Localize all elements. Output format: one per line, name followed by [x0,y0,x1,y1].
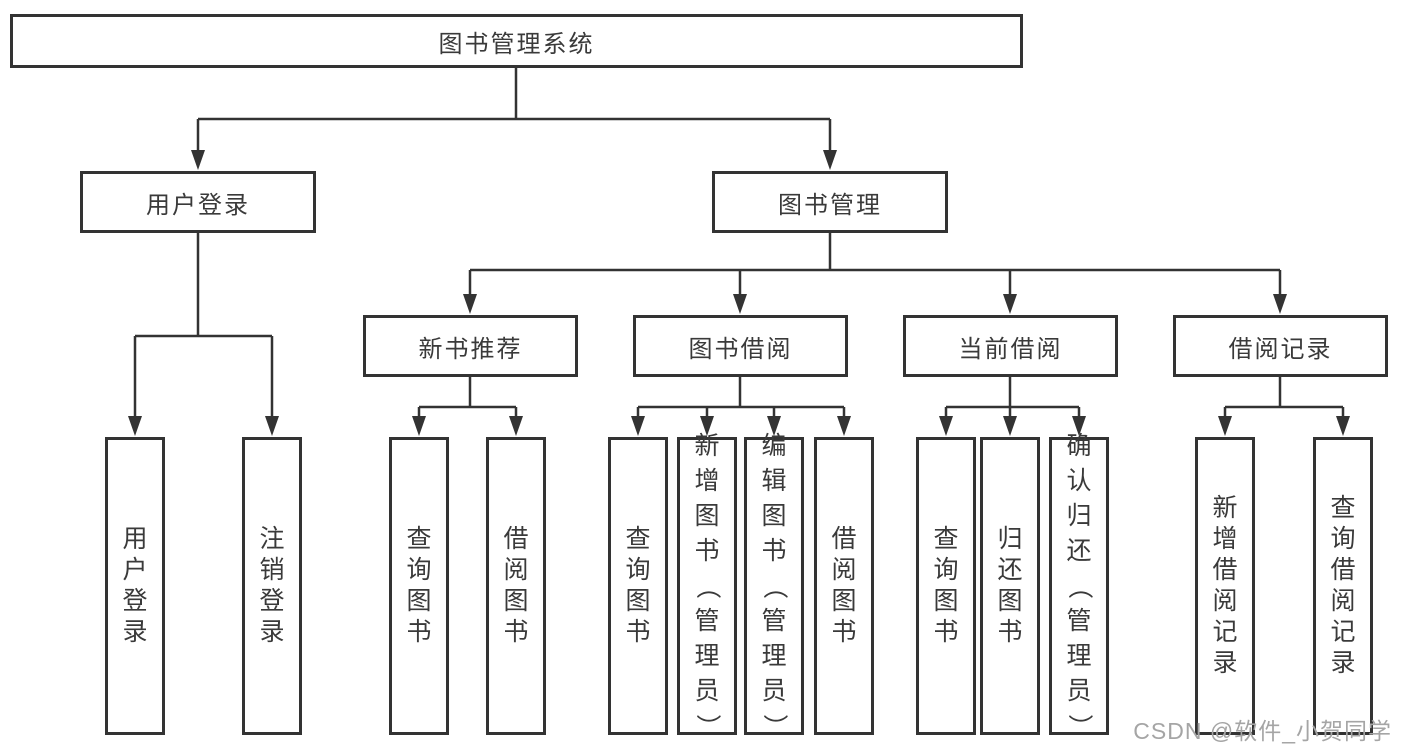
node-borrow-records-label: 借阅记录 [1228,335,1333,363]
node-user-login: 用户登录 [80,171,316,233]
leaf-records-add-record: 新增借阅记录 [1195,437,1255,735]
leaf-logout: 注销登录 [242,437,302,735]
leaf-current-confirm-return-admin: 确认归还（管理员） [1049,432,1109,739]
node-user-login-label: 用户登录 [146,191,250,219]
leaf-records-query-record: 查询借阅记录 [1313,437,1373,735]
leaf-current-query-books: 查询图书 [916,437,976,735]
node-current-borrowing: 当前借阅 [903,315,1118,377]
leaf-borrowing-query-books: 查询图书 [608,437,668,735]
leaf-recommend-borrow-books: 借阅图书 [486,437,546,735]
leaf-recommend-query-books: 查询图书 [389,437,449,735]
node-book-borrowing: 图书借阅 [633,315,848,377]
node-book-management-label: 图书管理 [778,191,882,219]
node-book-borrowing-label: 图书借阅 [688,335,793,363]
watermark-text: CSDN @软件_小贺同学 [1133,718,1392,744]
leaf-user-login: 用户登录 [105,437,165,735]
leaf-borrowing-borrow-books: 借阅图书 [814,437,874,735]
node-new-book-recommend: 新书推荐 [363,315,578,377]
leaf-borrowing-add-books-admin: 新增图书（管理员） [677,432,737,739]
leaf-borrowing-edit-books-admin: 编辑图书（管理员） [744,432,804,739]
node-library-system-label: 图书管理系统 [438,30,595,58]
node-book-management: 图书管理 [712,171,948,233]
node-current-borrowing-label: 当前借阅 [958,335,1063,363]
node-borrow-records: 借阅记录 [1173,315,1388,377]
node-library-system: 图书管理系统 [10,14,1023,68]
leaf-current-return-books: 归还图书 [980,437,1040,735]
node-new-book-recommend-label: 新书推荐 [418,335,523,363]
